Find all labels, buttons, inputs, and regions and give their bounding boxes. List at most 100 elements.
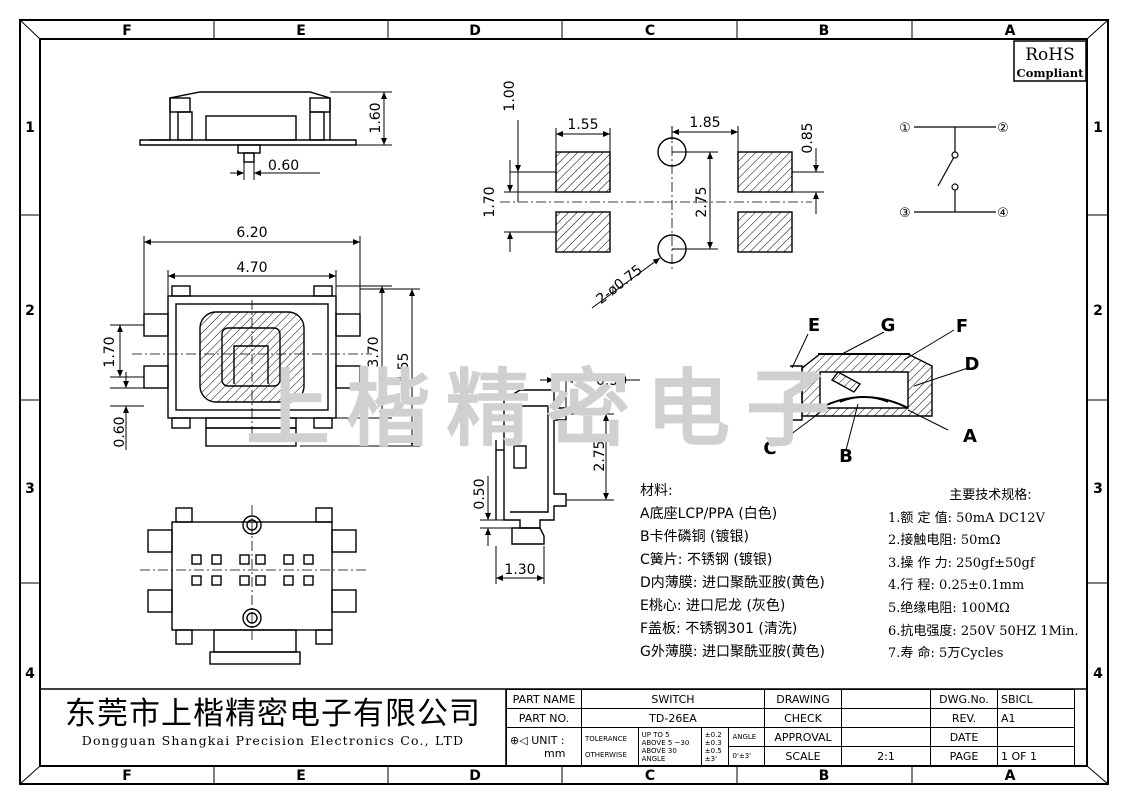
pcb-layout (555, 137, 793, 264)
dim-top-pin-width: 0.60 (112, 416, 128, 447)
pcb-dims (504, 120, 824, 309)
outer-frame (19, 19, 1109, 785)
check-value (841, 708, 931, 728)
section-leaders (777, 329, 969, 451)
projection-symbol-icon: ⊕◁ (510, 733, 528, 747)
dim-pad-pitch-v: 1.70 (482, 186, 498, 217)
dim-side-pin: 0.60 (268, 158, 299, 174)
section-label-g: G (881, 315, 896, 336)
side-view-2-dims (480, 374, 640, 584)
row-label: 4 (1093, 666, 1103, 682)
rohs-title: RoHS (1025, 45, 1075, 65)
dim-hole-dia: 2-ø0.75 (593, 262, 645, 308)
dim-side-height: 1.60 (368, 102, 384, 133)
col-label: D (469, 23, 481, 39)
col-label: F (122, 23, 132, 39)
section-label-c: C (763, 438, 776, 459)
spec-item: 1.额 定 值: 50mA DC12V (888, 510, 1045, 526)
side-view-dims (230, 91, 392, 180)
approval-value (841, 727, 931, 747)
title-block: PART NAME SWITCH DRAWING DWG.No. SBICL P… (506, 689, 1075, 766)
row-label: 1 (25, 120, 35, 136)
company-name-cn: 东莞市上楷精密电子有限公司 (65, 696, 481, 732)
dim-side2-width: 1.30 (504, 562, 535, 578)
circuit-pin-4: ④ (997, 206, 1009, 221)
spec-item: 3.操 作 力: 250gf±50gf (888, 555, 1035, 571)
spec-item: 6.抗电强度: 250V 50HZ 1Min. (888, 623, 1079, 639)
cross-section (790, 353, 933, 421)
part-name-value: SWITCH (581, 689, 765, 709)
dwg-no-value: SBICL (997, 689, 1075, 709)
col-label: E (296, 768, 306, 784)
scale-value: 2:1 (841, 746, 931, 766)
unit-cell: ⊕◁ UNIT : mm (506, 727, 582, 766)
col-label: A (1005, 23, 1016, 39)
date-value (997, 727, 1075, 747)
part-no-label: PART NO. (506, 708, 582, 728)
col-label: C (645, 23, 655, 39)
dim-pad-width: 1.55 (567, 117, 598, 133)
dwg-no-label: DWG.No. (930, 689, 998, 709)
col-label: F (122, 768, 132, 784)
col-label: B (819, 768, 830, 784)
dim-top-pin-pitch: 1.70 (102, 336, 118, 367)
drawing-value (841, 689, 931, 709)
col-label: D (469, 768, 481, 784)
specs-title: 主要技术规格: (949, 488, 1032, 503)
material-item: G外薄膜: 进口聚酰亚胺(黄色) (640, 644, 825, 660)
part-no-value: TD-26EA (581, 708, 765, 728)
angle-value: 0'±3' (728, 746, 765, 766)
row-label: 3 (25, 481, 35, 497)
rev-value: A1 (997, 708, 1075, 728)
dim-side2-height: 2.75 (592, 440, 608, 471)
circuit-pin-3: ③ (899, 206, 911, 221)
circuit-pin-2: ② (997, 121, 1009, 136)
dim-pad-height: 0.85 (800, 122, 816, 153)
company-name-en: Dongguan Shangkai Precision Electronics … (81, 733, 465, 748)
section-label-d: D (965, 354, 980, 375)
dim-top-inner-width: 4.70 (236, 260, 267, 276)
row-label: 4 (25, 666, 35, 682)
angle-label: ANGLE (728, 727, 765, 747)
tolerance-values: ±0.2±0.3 ±0.5±3' (700, 727, 730, 766)
spec-item: 5.绝缘电阻: 100MΩ (888, 600, 1010, 616)
row-label: 1 (1093, 120, 1103, 136)
approval-label: APPROVAL (764, 727, 842, 747)
materials-title: 材料: (640, 483, 673, 499)
dim-top-height-inner: 3.70 (366, 336, 382, 367)
row-label: 2 (25, 303, 35, 319)
unit-value: mm (544, 746, 566, 760)
dim-top-width: 6.20 (236, 225, 267, 241)
company-block: 东莞市上楷精密电子有限公司 Dongguan Shangkai Precisio… (44, 694, 502, 748)
row-label: 2 (1093, 303, 1103, 319)
material-item: D内薄膜: 进口聚酰亚胺(黄色) (640, 575, 825, 591)
material-item: B卡件磷铜 (镀银) (640, 529, 749, 545)
page-value: 1 OF 1 (997, 746, 1075, 766)
material-item: E桃心: 进口尼龙 (灰色) (640, 598, 786, 614)
spec-item: 2.接触电阻: 50mΩ (888, 533, 1001, 549)
check-label: CHECK (764, 708, 842, 728)
date-label: DATE (930, 727, 998, 747)
dim-pad-offset: 1.00 (502, 80, 518, 111)
dim-hole-pitch: 2.75 (694, 186, 710, 217)
rev-label: REV. (930, 708, 998, 728)
circuit-diagram (914, 126, 996, 213)
section-label-e: E (808, 315, 820, 336)
spec-item: 7.寿 命: 5万Cycles (888, 646, 1004, 662)
section-label-b: B (839, 446, 853, 467)
rohs-subtitle: Compliant (1017, 66, 1085, 80)
dim-top-height: 4.55 (396, 352, 412, 383)
col-label: B (819, 23, 830, 39)
inner-frame (39, 38, 1088, 767)
material-item: F盖板: 不锈钢301 (清洗) (640, 621, 798, 637)
col-label: C (645, 768, 655, 784)
rohs-badge: RoHS Compliant (1013, 40, 1087, 82)
col-label: E (296, 23, 306, 39)
dim-pad-pitch-h: 1.85 (689, 115, 720, 131)
top-view-dims (110, 236, 420, 450)
unit-label: UNIT : (531, 733, 565, 747)
circuit-pin-1: ① (899, 121, 911, 136)
